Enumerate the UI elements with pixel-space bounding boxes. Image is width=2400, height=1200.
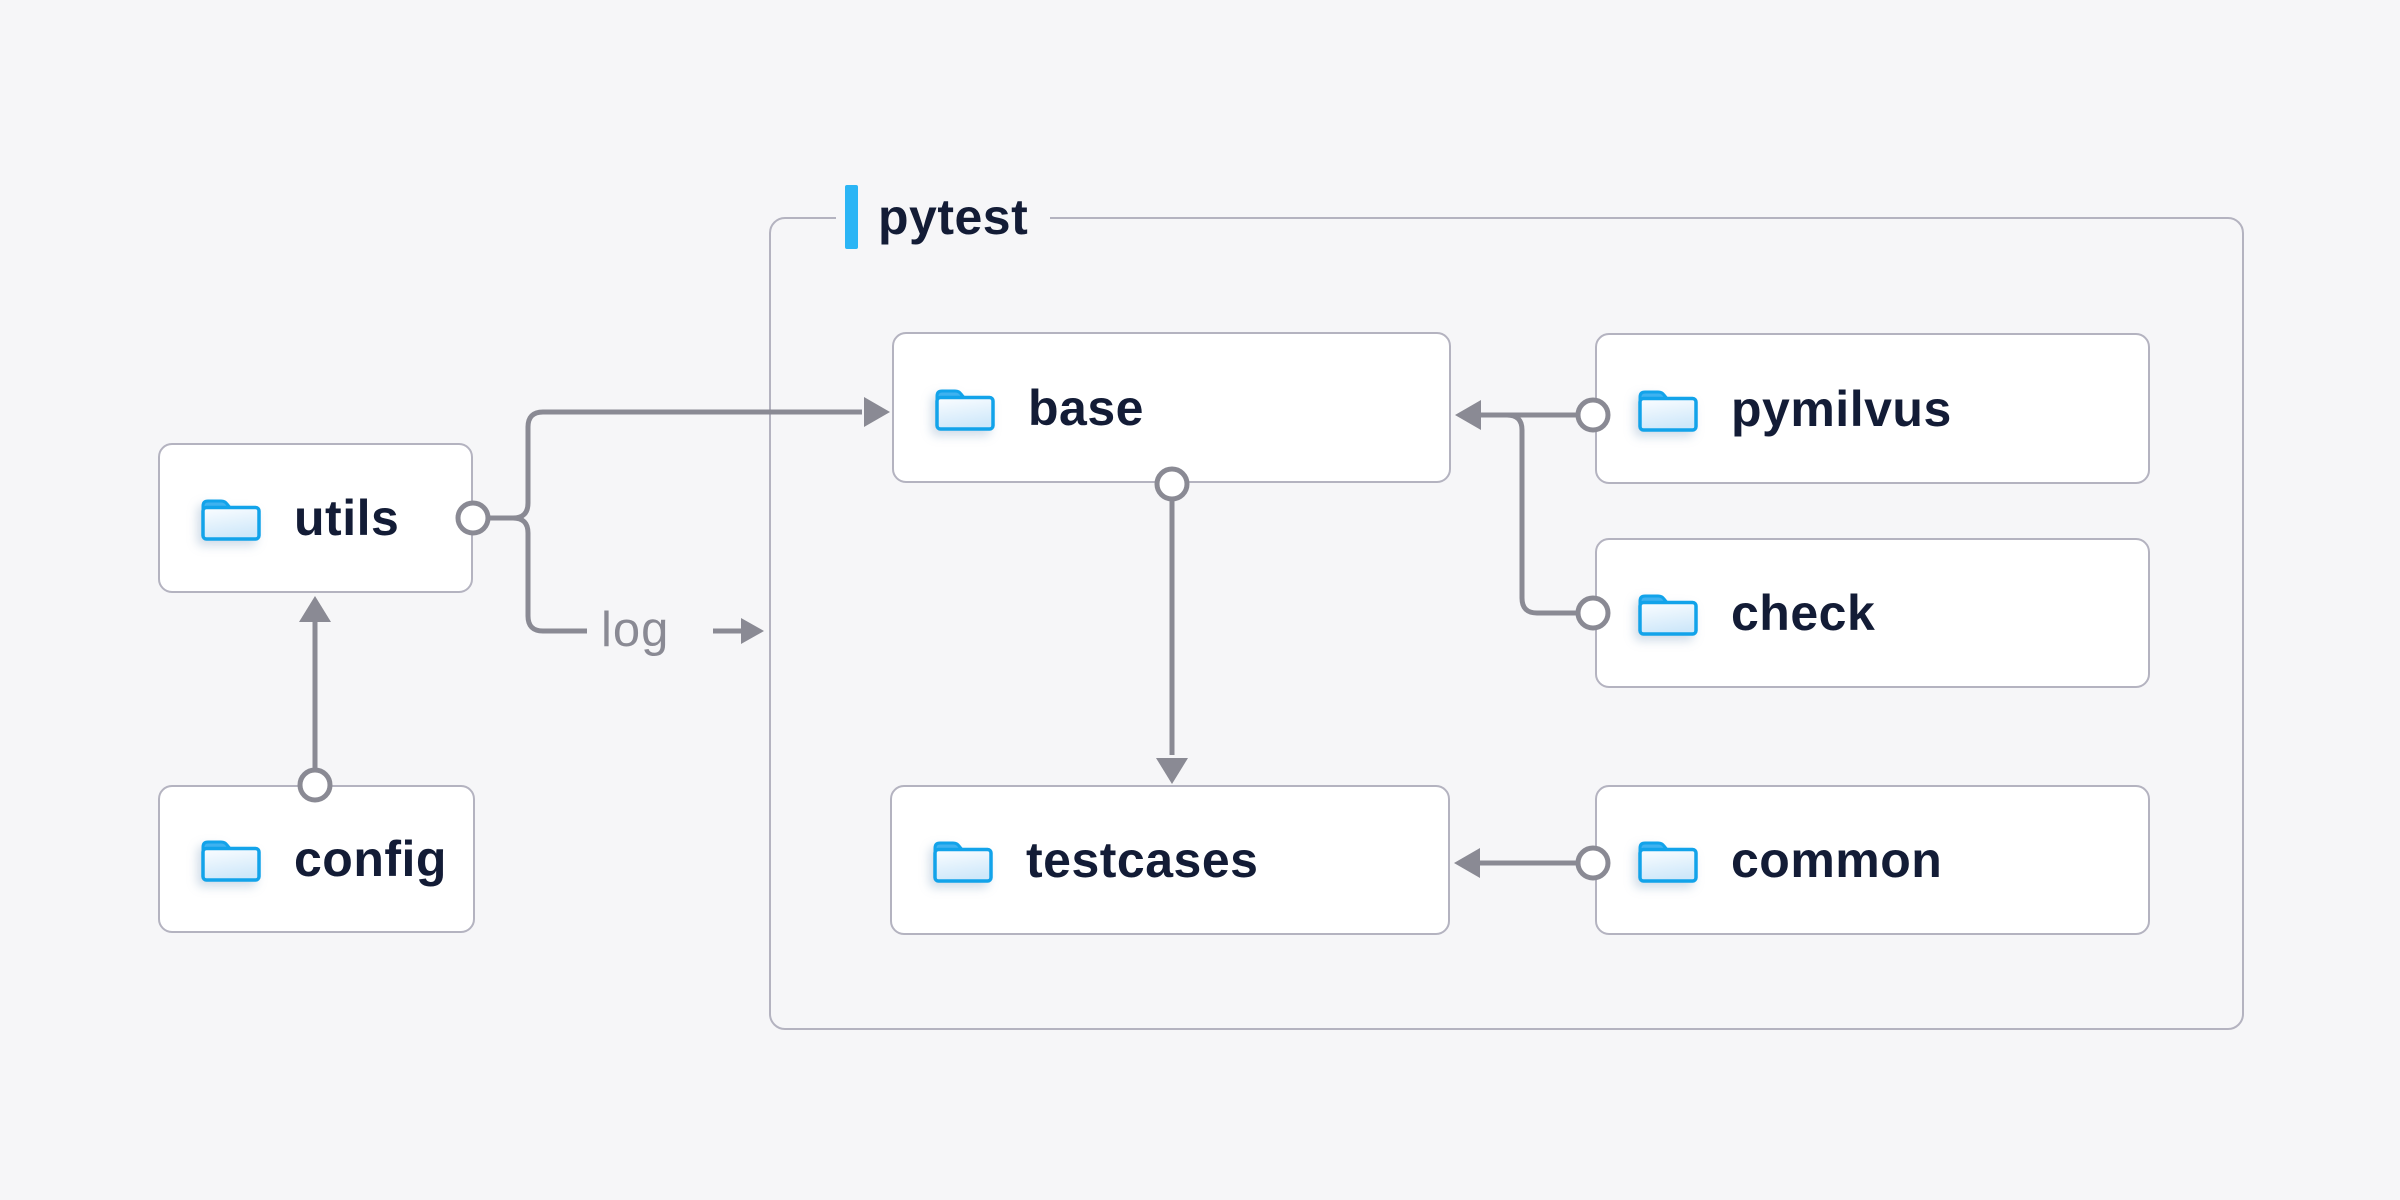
node-pymilvus-label: pymilvus [1731, 380, 1952, 437]
node-utils: utils [158, 443, 473, 593]
node-pymilvus: pymilvus [1595, 333, 2150, 484]
folder-icon [1635, 835, 1701, 885]
folder-icon [198, 493, 264, 543]
node-utils-label: utils [294, 490, 400, 546]
node-config: config [158, 785, 475, 933]
node-check: check [1595, 538, 2150, 688]
folder-icon [1635, 384, 1701, 434]
folder-icon [932, 383, 998, 433]
log-edge-label: log [601, 603, 670, 657]
node-testcases: testcases [890, 785, 1450, 935]
accent-bar [845, 185, 858, 249]
node-config-label: config [294, 831, 447, 887]
node-check-label: check [1731, 585, 1876, 641]
folder-icon [1635, 588, 1701, 638]
node-base: base [892, 332, 1451, 483]
folder-icon [198, 834, 264, 884]
node-common: common [1595, 785, 2150, 935]
pytest-container-label: pytest [836, 184, 1051, 250]
node-common-label: common [1731, 832, 1943, 888]
node-testcases-label: testcases [1026, 832, 1259, 888]
node-base-label: base [1028, 379, 1144, 436]
pytest-label-text: pytest [878, 189, 1029, 245]
folder-icon [930, 835, 996, 885]
pytest-container [769, 217, 2244, 1030]
edge-config-utils [297, 596, 333, 803]
